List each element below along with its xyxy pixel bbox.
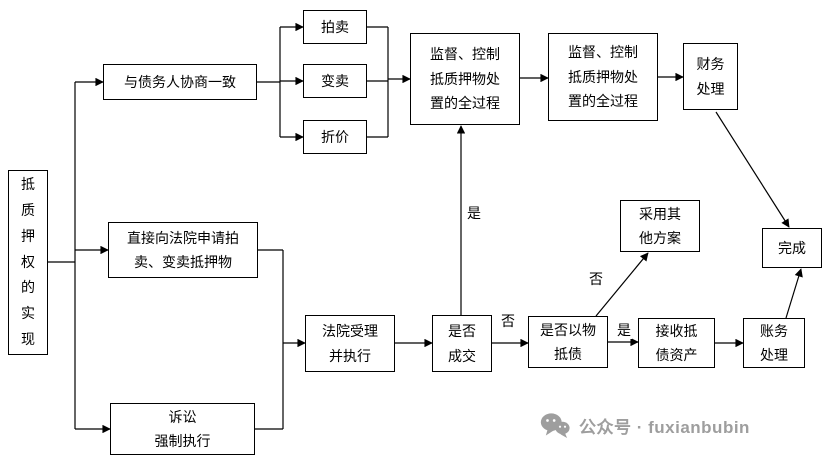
edge-label-offset-no: 否 bbox=[588, 271, 604, 288]
node-lawsuit-enforcement: 诉讼 强制执行 bbox=[110, 403, 255, 455]
node-complete: 完成 bbox=[762, 228, 822, 268]
node-negotiate-with-debtor: 与债务人协商一致 bbox=[103, 64, 257, 100]
watermark: 公众号 · fuxianbubin bbox=[540, 412, 750, 439]
node-other-plan: 采用其 他方案 bbox=[620, 200, 700, 252]
edge-label-deal-yes: 是 bbox=[466, 205, 482, 222]
node-supervise-process-1: 监督、控制 抵质押物处 置的全过程 bbox=[410, 33, 520, 125]
node-deal-closed-decision: 是否 成交 bbox=[432, 315, 492, 372]
node-supervise-process-2: 监督、控制 抵质押物处 置的全过程 bbox=[548, 33, 658, 121]
node-auction: 拍卖 bbox=[303, 10, 367, 44]
edge-label-deal-no: 否 bbox=[500, 313, 516, 330]
node-root: 抵 质 押 权 的 实 现 bbox=[8, 170, 48, 355]
node-sell-off: 变卖 bbox=[303, 64, 367, 98]
node-court-accept-execute: 法院受理 并执行 bbox=[305, 315, 395, 372]
watermark-text: 公众号 · fuxianbubin bbox=[579, 418, 750, 437]
node-receive-assets: 接收抵 债资产 bbox=[638, 318, 715, 368]
edge-label-offset-yes: 是 bbox=[616, 322, 632, 339]
wechat-icon bbox=[540, 412, 570, 439]
node-discount: 折价 bbox=[303, 120, 367, 154]
node-accounting-processing: 账务 处理 bbox=[743, 318, 805, 368]
node-offset-debt-decision: 是否以物 抵债 bbox=[528, 316, 608, 368]
node-financial-processing: 财务 处理 bbox=[683, 43, 738, 110]
node-apply-court-auction: 直接向法院申请拍 卖、变卖抵押物 bbox=[108, 222, 258, 278]
